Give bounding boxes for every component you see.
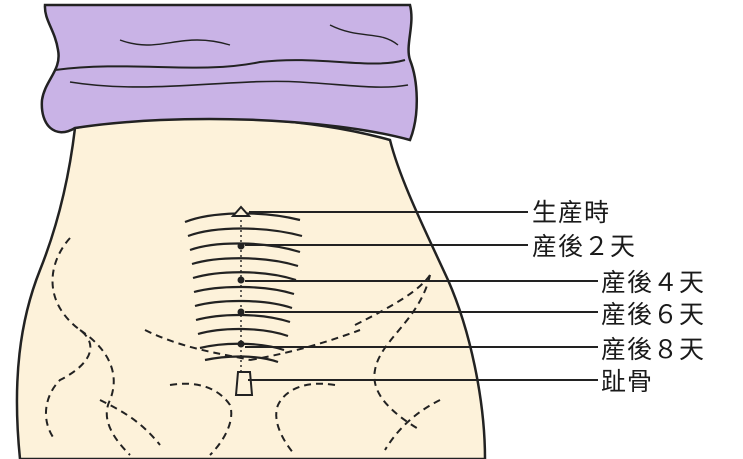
- label-birth: 生産時: [532, 200, 610, 225]
- label-day-8: 産後８天: [601, 337, 705, 362]
- label-day-2: 産後２天: [532, 234, 636, 259]
- label-pubic-bone: 趾骨: [601, 369, 653, 394]
- label-day-4: 産後４天: [601, 270, 705, 295]
- label-day-6: 産後６天: [601, 302, 705, 327]
- garment: [42, 5, 417, 140]
